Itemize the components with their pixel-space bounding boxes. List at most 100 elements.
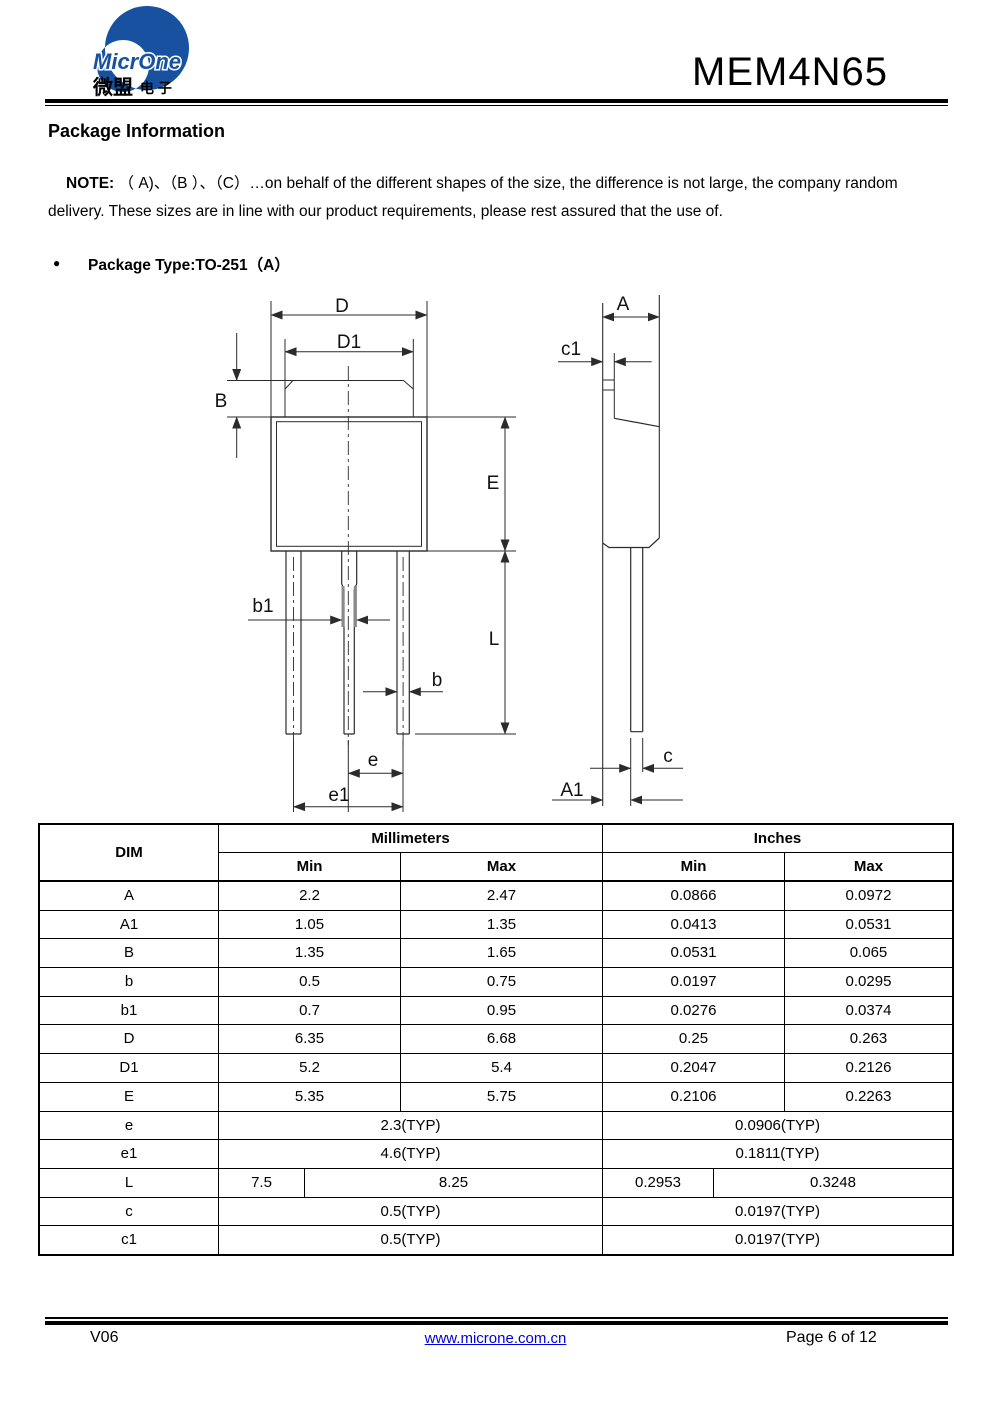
footer-page-number: Page 6 of 12 <box>786 1329 877 1346</box>
cell-mm-min: 6.35 <box>219 1025 401 1054</box>
cell-dim: b1 <box>40 996 219 1025</box>
logo-cn-sub: 电 子 <box>140 80 172 96</box>
website-link[interactable]: www.microne.com.cn <box>424 1330 567 1347</box>
cell-mm-typ: 0.5(TYP) <box>219 1226 603 1254</box>
cell-mm-max: 1.65 <box>401 939 603 968</box>
dim-label-A: A <box>617 294 630 315</box>
header-millimeters: Millimeters <box>219 825 603 852</box>
cell-mm-min: 1.35 <box>219 939 401 968</box>
header-in-max: Max <box>853 858 884 875</box>
dim-label-e: e <box>368 750 379 771</box>
cell-mm-min: 5.35 <box>219 1082 401 1111</box>
cell-in-min: 0.0531 <box>603 939 785 968</box>
company-logo: MicrOne 微盟 电 子 <box>92 6 189 99</box>
cell-mm-max: 0.95 <box>401 996 603 1025</box>
cell-in-typ: 0.0197(TYP) <box>734 1231 821 1249</box>
table-row: E 5.35 5.75 0.2106 0.2263 <box>40 1082 952 1112</box>
cell-in-max: 0.2263 <box>845 1087 892 1105</box>
cell-mm-max: 6.68 <box>401 1025 603 1054</box>
cell-in-min: 0.2106 <box>603 1082 785 1111</box>
table-row: c1 0.5(TYP) 0.0197(TYP) <box>40 1226 952 1254</box>
footer-website: www.microne.com.cn <box>0 1330 991 1347</box>
cell-mm-max: 5.4 <box>401 1054 603 1082</box>
bullet-icon: ● <box>53 256 61 270</box>
header-rule-thin <box>45 104 948 106</box>
dim-label-c1: c1 <box>561 339 581 360</box>
dim-label-D: D <box>335 296 349 317</box>
package-drawing: D D1 B E L b1 b e e1 A c1 c A1 <box>215 294 683 812</box>
logo-cn-main: 微盟 <box>92 75 133 99</box>
dimension-table: DIM Millimeters Inches Min Max Min Max A… <box>38 823 954 1256</box>
note-paragraph: NOTE: （ A)、（B ）、（C）…on behalf of the dif… <box>48 170 948 226</box>
note-label: NOTE: <box>66 175 115 192</box>
dim-label-b: b <box>432 670 443 691</box>
cell-mm-min: 5.2 <box>219 1054 401 1082</box>
cell-in-max: 0.0374 <box>845 1001 892 1019</box>
cell-in-max: 0.0972 <box>845 887 892 904</box>
cell-mm-min: 0.7 <box>219 996 401 1025</box>
cell-in-typ: 0.0906(TYP) <box>734 1116 821 1134</box>
dim-label-e1: e1 <box>328 785 349 806</box>
header-mm-min: Min <box>219 853 401 880</box>
cell-dim: c1 <box>40 1226 219 1254</box>
dim-label-c: c <box>663 746 673 767</box>
cell-dim: c <box>40 1197 219 1226</box>
cell-in-max: 0.2126 <box>845 1059 892 1077</box>
footer-rule-thick <box>45 1320 948 1325</box>
dim-label-D1: D1 <box>337 332 361 353</box>
cell-in-typ: 0.1811(TYP) <box>735 1145 820 1163</box>
table-row: A 2.2 2.47 0.0866 0.0972 <box>40 882 952 911</box>
cell-in-max: 0.263 <box>849 1030 888 1048</box>
cell-in-max: 0.3248 <box>810 1173 856 1191</box>
dim-label-B: B <box>215 391 228 412</box>
cell-dim: e <box>40 1111 219 1140</box>
cell-in-min: 0.0276 <box>603 996 785 1025</box>
table-header: DIM Millimeters Inches Min Max Min Max <box>40 825 952 882</box>
note-text: （ A)、（B ）、（C）…on behalf of the different… <box>48 175 898 220</box>
table-row: e1 4.6(TYP) 0.1811(TYP) <box>40 1140 952 1169</box>
table-row: L 7.5 8.25 0.2953 0.3248 <box>40 1168 952 1198</box>
package-type-label: Package Type:TO-251（A） <box>88 257 290 274</box>
logo-globe-icon <box>97 6 189 93</box>
cell-mm-max: 0.75 <box>401 968 603 996</box>
cell-in-min: 0.0866 <box>603 882 785 910</box>
cell-mm-min: 7.5 <box>219 1168 305 1197</box>
footer-rule-thin <box>45 1317 948 1319</box>
cell-mm-min: 0.5 <box>219 968 401 996</box>
dim-label-b1: b1 <box>252 596 273 617</box>
cell-dim: E <box>40 1082 219 1111</box>
cell-dim: b <box>40 968 219 996</box>
footer-version: V06 <box>90 1329 119 1346</box>
cell-dim: A <box>40 882 219 910</box>
page-title: Package Information <box>48 121 226 141</box>
cell-mm-min: 1.05 <box>219 910 401 939</box>
table-row: c 0.5(TYP) 0.0197(TYP) <box>40 1197 952 1227</box>
part-number-title: MEM4N65 <box>692 50 888 94</box>
header-inches: Inches <box>753 830 802 847</box>
cell-in-min: 0.0413 <box>603 910 785 939</box>
cell-in-max: 0.0531 <box>845 915 892 933</box>
cell-mm-typ: 0.5(TYP) <box>219 1197 603 1226</box>
header-rule-thick <box>45 99 948 103</box>
dim-label-A1: A1 <box>560 780 583 801</box>
cell-dim: e1 <box>40 1140 219 1168</box>
table-row: D1 5.2 5.4 0.2047 0.2126 <box>40 1054 952 1083</box>
cell-in-max: 0.065 <box>849 944 888 962</box>
table-row: B 1.35 1.65 0.0531 0.065 <box>40 939 952 969</box>
cell-dim: B <box>40 939 219 968</box>
cell-mm-typ: 2.3(TYP) <box>219 1111 603 1140</box>
cell-mm-max: 2.47 <box>401 882 603 910</box>
cell-dim: A1 <box>40 910 219 939</box>
cell-in-min: 0.0197 <box>603 968 785 996</box>
dim-label-L: L <box>489 629 500 650</box>
header-dim: DIM <box>40 825 219 880</box>
table-row: A1 1.05 1.35 0.0413 0.0531 <box>40 910 952 940</box>
table-row: e 2.3(TYP) 0.0906(TYP) <box>40 1111 952 1141</box>
cell-dim: D <box>40 1025 219 1054</box>
cell-in-typ: 0.0197(TYP) <box>734 1202 821 1220</box>
header-in-min: Min <box>603 853 785 880</box>
header-mm-max: Max <box>401 853 603 880</box>
table-row: D 6.35 6.68 0.25 0.263 <box>40 1025 952 1055</box>
cell-in-min: 0.2047 <box>603 1054 785 1082</box>
table-row: b 0.5 0.75 0.0197 0.0295 <box>40 968 952 997</box>
